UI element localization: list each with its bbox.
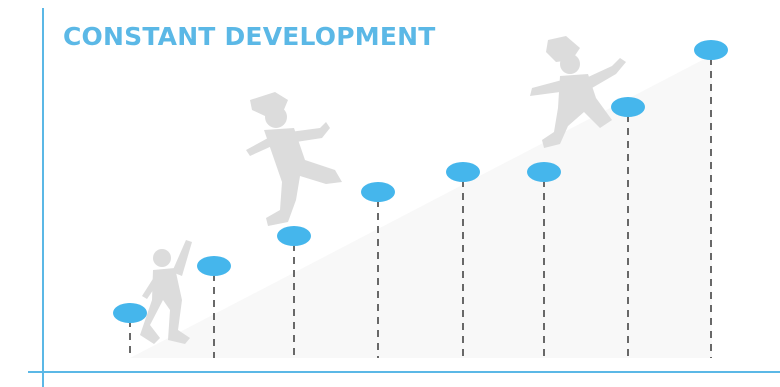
step-8: [694, 40, 728, 358]
background-ramp: [130, 55, 712, 358]
step-marker: [611, 97, 645, 117]
climbing-person-2-icon: [246, 92, 342, 226]
page-title: CONSTANT DEVELOPMENT: [63, 22, 436, 51]
step-marker: [694, 40, 728, 60]
step-marker: [446, 162, 480, 182]
step-5: [446, 162, 480, 358]
step-1: [113, 303, 147, 358]
climbing-person-1-icon: [140, 240, 192, 344]
step-2: [197, 256, 231, 358]
step-marker: [361, 182, 395, 202]
step-marker: [113, 303, 147, 323]
step-3: [277, 226, 311, 358]
step-4: [361, 182, 395, 358]
step-6: [527, 162, 561, 358]
step-7: [611, 97, 645, 358]
step-marker: [277, 226, 311, 246]
step-marker: [527, 162, 561, 182]
step-marker: [197, 256, 231, 276]
climbing-person-3-icon: [530, 36, 626, 148]
